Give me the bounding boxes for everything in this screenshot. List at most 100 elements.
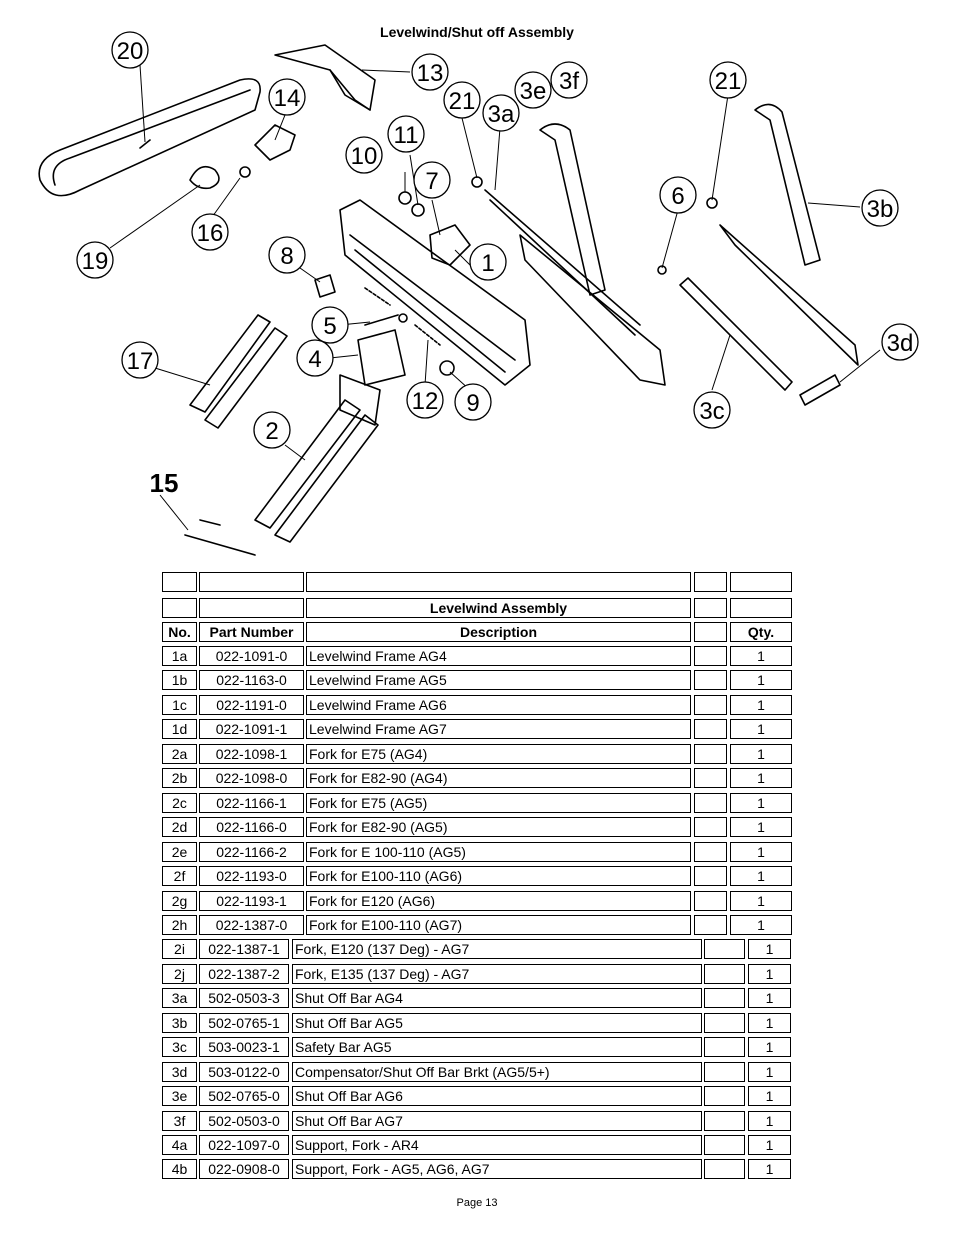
cell-part: 502-0503-3 [199, 988, 289, 1009]
cell-part: 503-0023-1 [199, 1037, 289, 1058]
cell-no: 3f [162, 1110, 197, 1131]
cell-desc: Fork for E120 (AG6) [306, 890, 691, 911]
part-3d-bracket [799, 374, 841, 406]
callout-20: 20 [117, 38, 144, 65]
cell-qty: 1 [730, 768, 792, 789]
cell-blank [704, 939, 745, 960]
cell-part: 502-0765-1 [199, 1012, 289, 1033]
cell-no: 2h [162, 914, 197, 935]
cell-desc: Fork for E100-110 (AG7) [306, 914, 691, 935]
cell-part: 022-1387-2 [199, 963, 289, 984]
cell-desc: Support, Fork - AG5, AG6, AG7 [292, 1159, 702, 1180]
cell-part: 022-1193-0 [199, 866, 304, 887]
part-3a-shut-off-bar [539, 123, 606, 296]
callout-3b: 3b [867, 196, 894, 223]
part-9-collar [439, 360, 455, 376]
callout-16: 16 [197, 220, 224, 247]
cell-part: 022-1387-0 [199, 914, 304, 935]
cell-qty: 1 [748, 963, 791, 984]
cell-no: 3a [162, 988, 197, 1009]
callout-2: 2 [265, 418, 278, 445]
cell-desc: Fork, E120 (137 Deg) - AG7 [292, 939, 702, 960]
cell-blank [694, 841, 727, 862]
cell-desc: Levelwind Frame AG4 [306, 646, 691, 666]
cell-part: 022-1166-0 [199, 817, 304, 838]
cell-desc: Fork for E82-90 (AG5) [306, 817, 691, 838]
cell-blank [694, 890, 727, 911]
callout-3a: 3a [488, 101, 515, 128]
callout-13: 13 [417, 60, 444, 87]
cell-desc: Shut Off Bar AG7 [292, 1110, 702, 1131]
cell-part: 022-1091-0 [199, 646, 304, 666]
cell-qty: 1 [748, 1086, 791, 1107]
callout-17: 17 [127, 348, 154, 375]
cell-blank [704, 1135, 745, 1155]
callout-21b: 21 [715, 68, 742, 95]
callout-6: 6 [671, 183, 684, 210]
header-part-number: Part Number [199, 622, 304, 642]
cell-blank [694, 646, 727, 666]
cell-no: 2b [162, 768, 197, 789]
cell-desc: Support, Fork - AR4 [292, 1135, 702, 1155]
part-3b-shut-off-bar [754, 103, 821, 266]
cell-qty: 1 [748, 1159, 791, 1180]
cell-blank [694, 817, 727, 838]
cell-qty: 1 [748, 988, 791, 1009]
cell-part: 022-1091-1 [199, 719, 304, 740]
cell-desc: Levelwind Frame AG6 [306, 694, 691, 715]
part-12-spring [414, 324, 441, 346]
cell-no: 3d [162, 1061, 197, 1082]
cell-qty: 1 [730, 694, 792, 715]
cell-qty: 1 [748, 1110, 791, 1131]
part-3c-safety-bar [679, 277, 793, 391]
cell-qty: 1 [730, 719, 792, 740]
cell-part: 022-1191-0 [199, 694, 304, 715]
callout-8: 8 [280, 243, 293, 270]
cell-qty: 1 [730, 866, 792, 887]
cell-blank [704, 1159, 745, 1180]
header-no: No. [162, 622, 197, 642]
cell-blank [704, 988, 745, 1009]
cell-blank [694, 670, 727, 691]
part-17-roller [189, 314, 271, 413]
cell-qty: 1 [730, 817, 792, 838]
cell-no: 2j [162, 963, 197, 984]
cell-part: 022-1166-1 [199, 792, 304, 813]
part-20-trough [38, 78, 261, 197]
cell-qty: 1 [730, 743, 792, 764]
cell-blank [694, 866, 727, 887]
cell-desc: Fork for E100-110 (AG6) [306, 866, 691, 887]
cell-qty: 1 [730, 670, 792, 691]
cell-desc: Compensator/Shut Off Bar Brkt (AG5/5+) [292, 1061, 702, 1082]
cell-desc: Shut Off Bar AG4 [292, 988, 702, 1009]
part-15-pin [184, 534, 256, 556]
part-8-nut [314, 274, 336, 298]
cell-no: 1b [162, 670, 197, 691]
callout-3e: 3e [520, 78, 547, 105]
cell-qty: 1 [748, 1037, 791, 1058]
cell-blank [704, 1037, 745, 1058]
page-title: Levelwind/Shut off Assembly [380, 24, 574, 40]
cell-desc: Fork for E75 (AG4) [306, 743, 691, 764]
cell-blank [694, 694, 727, 715]
cell-part: 502-0765-0 [199, 1086, 289, 1107]
cell-no: 2i [162, 939, 197, 960]
cell-desc: Shut Off Bar AG6 [292, 1086, 702, 1107]
cell-desc: Fork for E82-90 (AG4) [306, 768, 691, 789]
cell-no: 2g [162, 890, 197, 911]
